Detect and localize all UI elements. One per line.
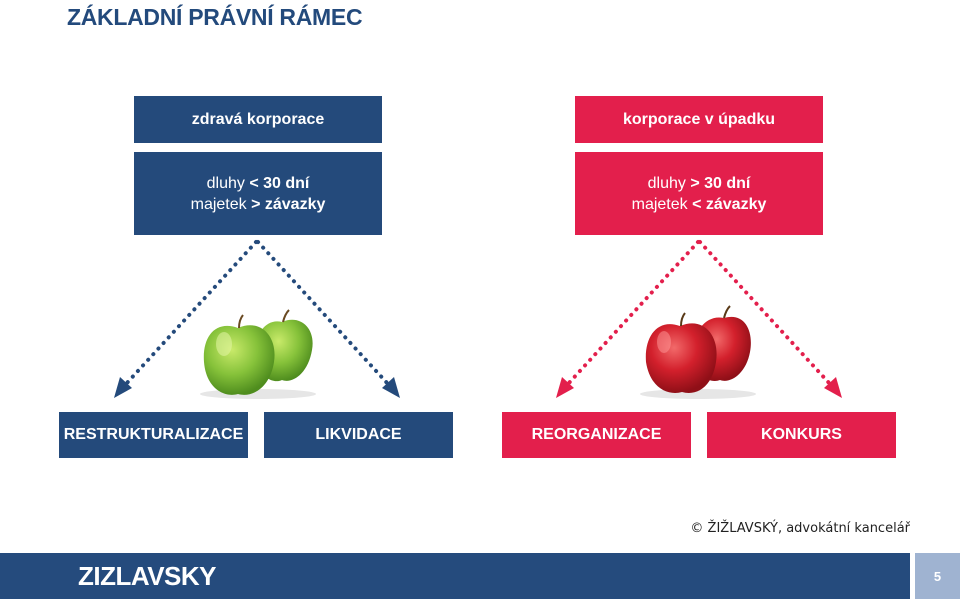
left-dotted-arrows xyxy=(114,240,400,398)
page-number: 5 xyxy=(915,553,960,599)
footer-divider xyxy=(910,553,915,599)
healthy-corporation-conditions: dluhy < 30 dní majetek > závazky xyxy=(134,152,382,235)
assets-condition: majetek > závazky xyxy=(191,194,326,215)
footer-bar xyxy=(0,553,960,599)
debts-value: > 30 dní xyxy=(690,174,751,192)
arrow-head-icon xyxy=(556,377,574,398)
reorganization-box: REORGANIZACE xyxy=(502,412,691,458)
assets-value: < závazky xyxy=(692,195,767,213)
debts-label: dluhy xyxy=(206,174,250,192)
debts-condition: dluhy > 30 dní xyxy=(648,173,751,194)
arrow-head-icon xyxy=(382,377,400,398)
debts-label: dluhy xyxy=(647,174,691,192)
company-logo: ZIZLAVSKY xyxy=(78,561,217,591)
assets-label: majetek xyxy=(631,195,693,213)
assets-label: majetek xyxy=(190,195,252,213)
bankruptcy-box: KONKURS xyxy=(707,412,896,458)
arrow-head-icon xyxy=(114,377,132,398)
insolvent-corporation-conditions: dluhy > 30 dní majetek < závazky xyxy=(575,152,823,235)
insolvent-corporation-header: korporace v úpadku xyxy=(575,96,823,143)
arrow-head-icon xyxy=(824,377,842,398)
liquidation-box: LIKVIDACE xyxy=(264,412,453,458)
copyright-text: © ŽIŽLAVSKÝ, advokátní kancelář xyxy=(690,521,910,536)
slide-title: ZÁKLADNÍ PRÁVNÍ RÁMEC xyxy=(67,4,363,30)
healthy-corporation-header: zdravá korporace xyxy=(134,96,382,143)
restructuring-box: RESTRUKTURALIZACE xyxy=(59,412,248,458)
assets-condition: majetek < závazky xyxy=(632,194,767,215)
debts-value: < 30 dní xyxy=(249,174,310,192)
red-apples-icon xyxy=(640,305,756,399)
right-dotted-arrows xyxy=(556,240,842,398)
green-apples-icon xyxy=(200,309,316,399)
debts-condition: dluhy < 30 dní xyxy=(207,173,310,194)
assets-value: > závazky xyxy=(251,195,326,213)
